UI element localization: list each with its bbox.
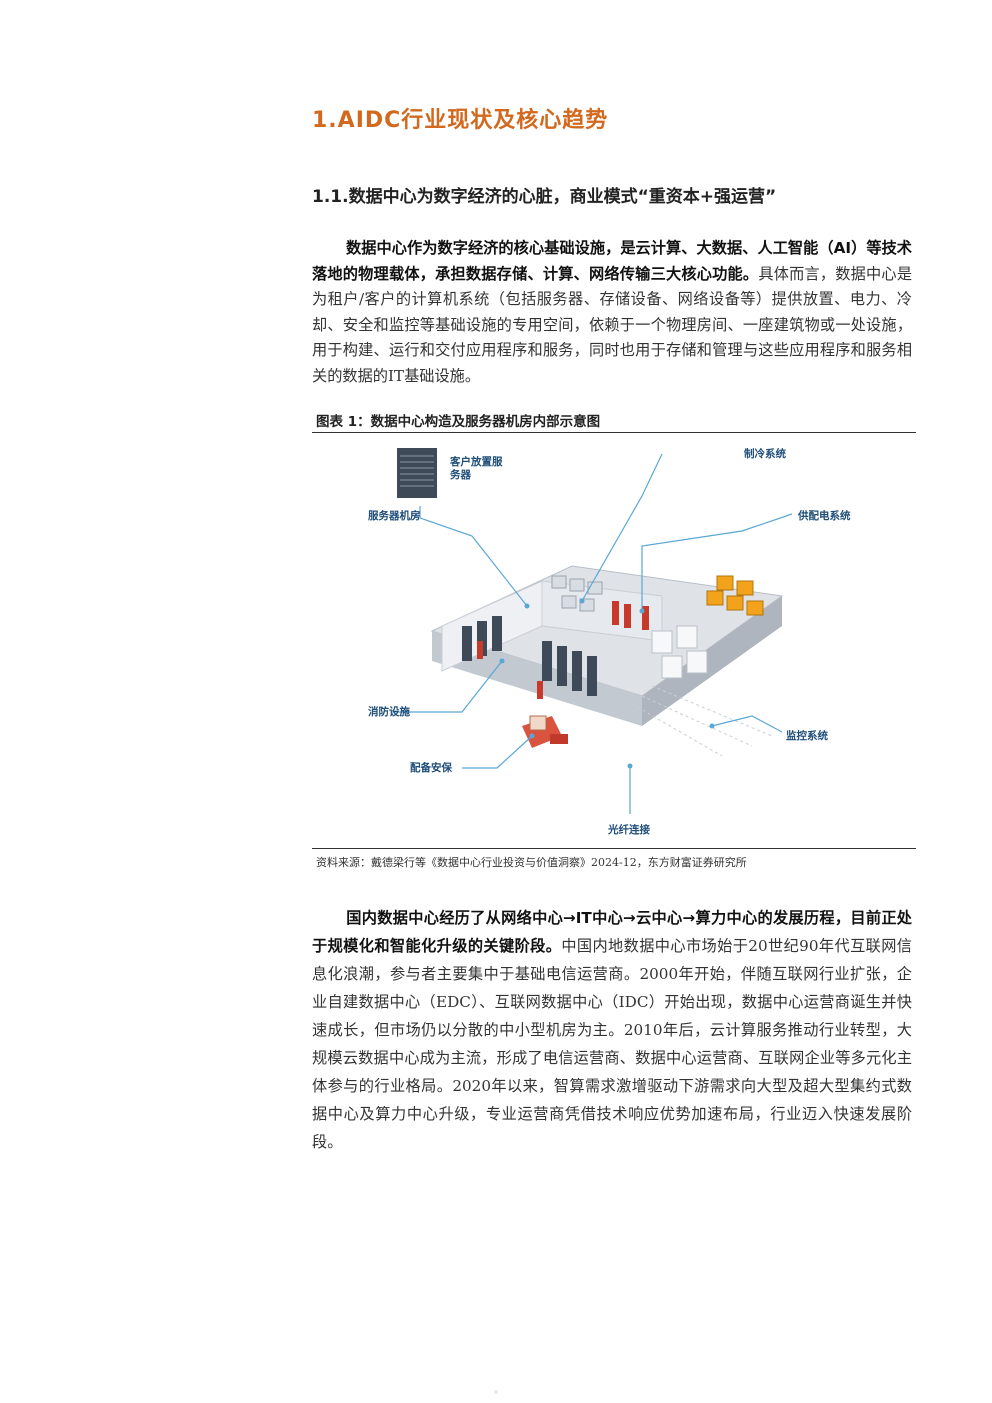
paragraph-history: 国内数据中心经历了从网络中心→IT中心→云中心→算力中心的发展历程，目前正处于规… <box>312 904 912 1156</box>
paragraph-intro: 数据中心作为数字经济的核心基础设施，是云计算、大数据、人工智能（AI）等技术落地… <box>312 236 912 390</box>
label-security: 配备安保 <box>410 762 452 774</box>
figure-title: 图表 1：数据中心构造及服务器机房内部示意图 <box>316 414 601 430</box>
paragraph-intro-bold: 数据中心作为数字经济的核心基础设施，是云计算、大数据、人工智能（AI）等技术落地… <box>312 239 912 283</box>
figure-bottom-rule <box>312 848 916 849</box>
subsection-heading: 1.1.数据中心为数字经济的心脏，商业模式“重资本+强运营” <box>312 187 777 207</box>
paragraph-intro-rest: 具体而言，数据中心是为租户/客户的计算机系统（包括服务器、存储设备、网络设备等）… <box>312 264 913 385</box>
label-cooling: 制冷系统 <box>744 448 786 460</box>
label-customer-servers: 客户放置服务器 <box>450 456 503 481</box>
datacenter-diagram <box>392 448 793 814</box>
label-server-room: 服务器机房 <box>368 510 421 522</box>
label-power: 供配电系统 <box>798 510 851 522</box>
server-cabinet-icon <box>397 448 437 498</box>
page-marker <box>494 1390 498 1394</box>
figure-top-rule <box>312 432 916 433</box>
figure-source: 资料来源：戴德梁行等《数据中心行业投资与价值洞察》2024-12，东方财富证券研… <box>316 856 747 869</box>
datacenter-illustration: 客户放置服务器 服务器机房 制冷系统 供配电系统 消防设施 配备安保 监控系统 … <box>312 436 916 844</box>
paragraph-history-rest: 中国内地数据中心市场始于20世纪90年代互联网信息化浪潮，参与者主要集中于基础电… <box>312 937 912 1151</box>
paragraph-history-bold: 国内数据中心经历了从网络中心→IT中心→云中心→算力中心的发展历程，目前正处于规… <box>312 909 912 955</box>
label-monitor: 监控系统 <box>786 730 828 742</box>
label-fiber: 光纤连接 <box>608 824 650 836</box>
label-fire: 消防设施 <box>368 706 410 718</box>
section-heading: 1.AIDC行业现状及核心趋势 <box>312 108 609 133</box>
